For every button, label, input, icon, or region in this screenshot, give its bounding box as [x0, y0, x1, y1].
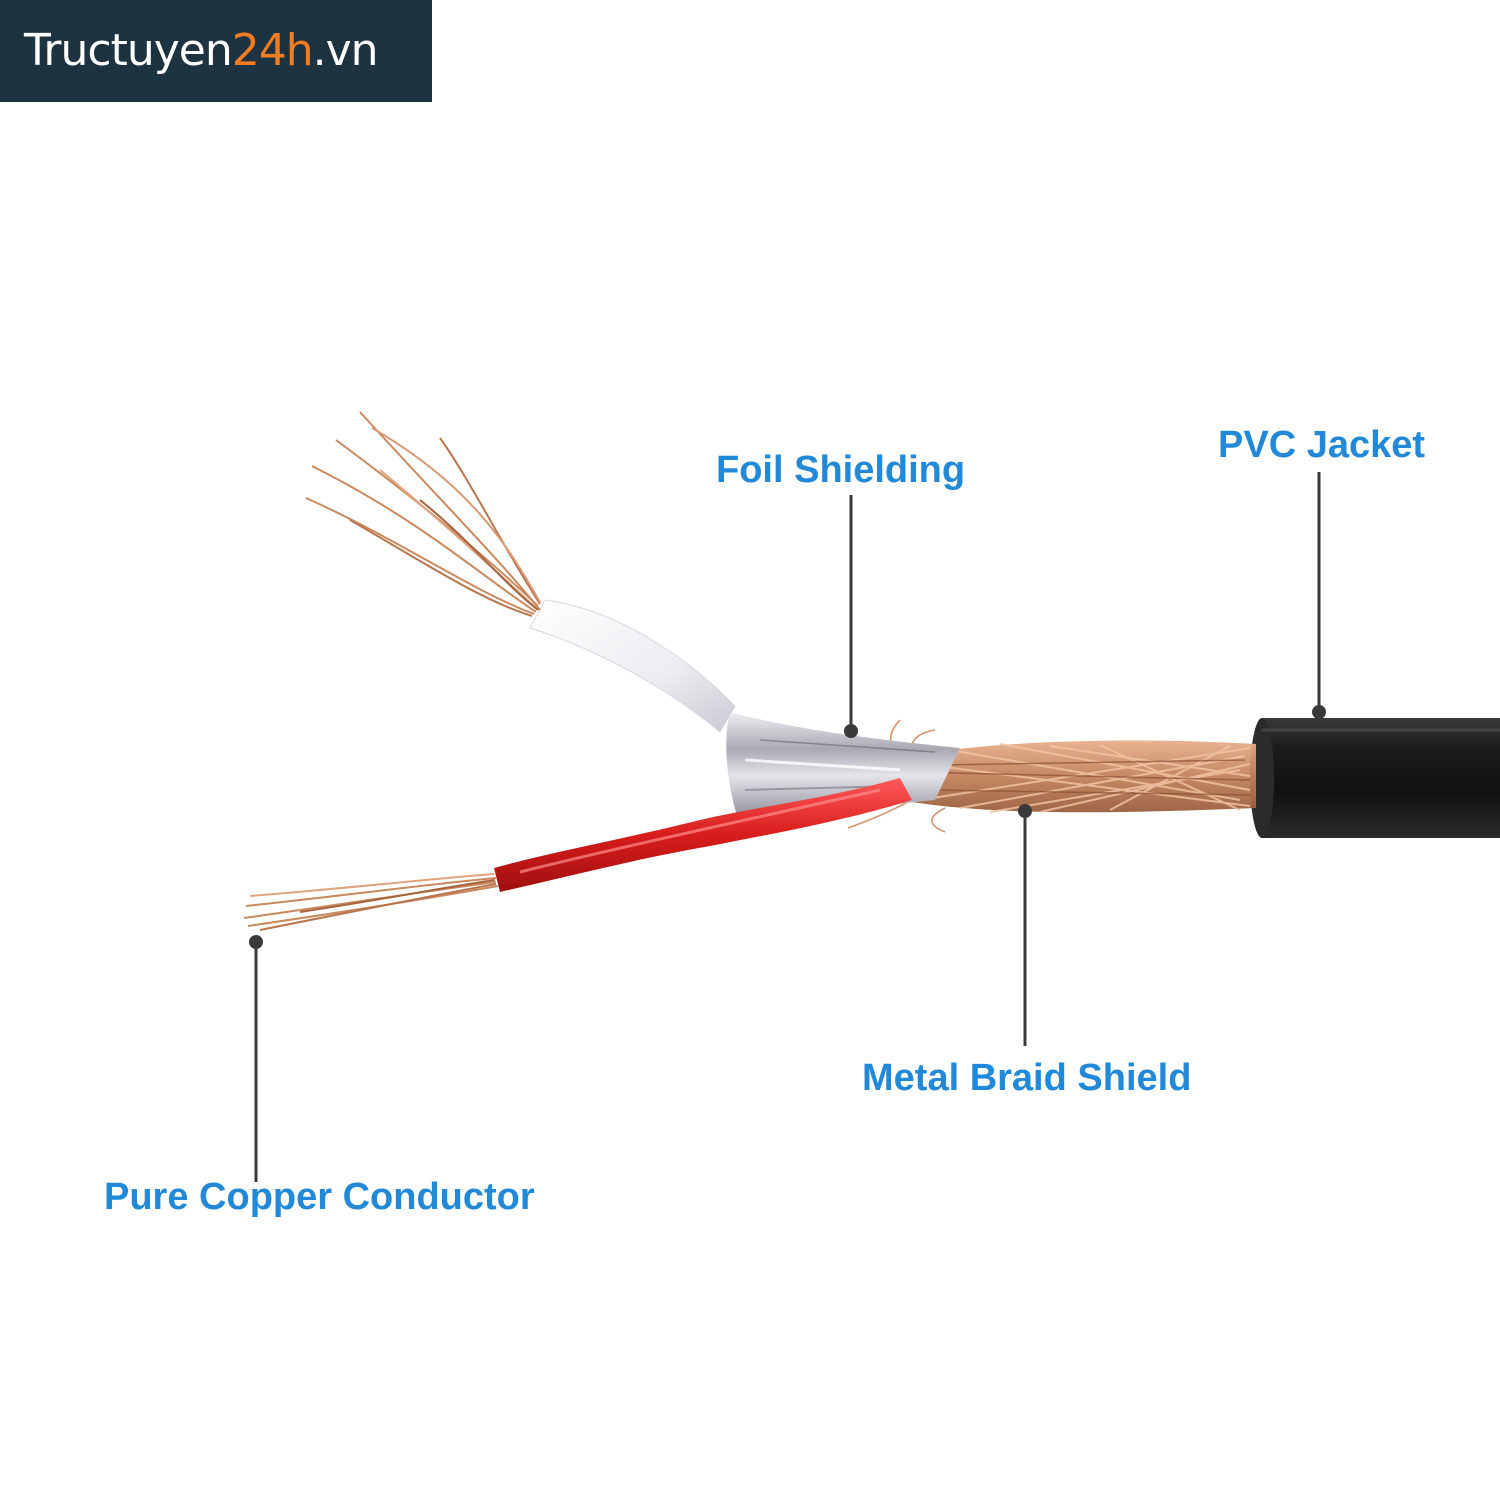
- leader-lines: [254, 472, 1321, 1182]
- red-insulated-wire: [494, 778, 912, 892]
- pvc-jacket-label: PVC Jacket: [1218, 424, 1426, 466]
- pure-copper-conductor-label: Pure Copper Conductor: [104, 1176, 535, 1218]
- brand-logo[interactable]: Tructuyen24h.vn: [0, 0, 432, 102]
- pvc-jacket: [1250, 718, 1500, 838]
- leader-dots: [249, 705, 1326, 949]
- white-insulated-wire: [529, 599, 736, 733]
- upper-copper-strands: [305, 411, 541, 617]
- brand-logo-main: Tructuyen: [24, 25, 233, 76]
- metal-braid-shield-label: Metal Braid Shield: [862, 1057, 1192, 1099]
- brand-logo-accent: 24h: [231, 25, 314, 76]
- brand-logo-suffix: .vn: [312, 25, 379, 76]
- copper-leader-dot: [249, 935, 263, 949]
- braid-leader-dot: [1018, 804, 1032, 818]
- pvc-leader-dot: [1312, 705, 1326, 719]
- lower-copper-strands: [243, 873, 499, 931]
- metal-braid-shield: [837, 719, 1256, 833]
- brand-logo-text: Tructuyen24h.vn: [24, 25, 379, 76]
- foil-leader-dot: [844, 724, 858, 738]
- foil-shielding-label: Foil Shielding: [716, 449, 966, 491]
